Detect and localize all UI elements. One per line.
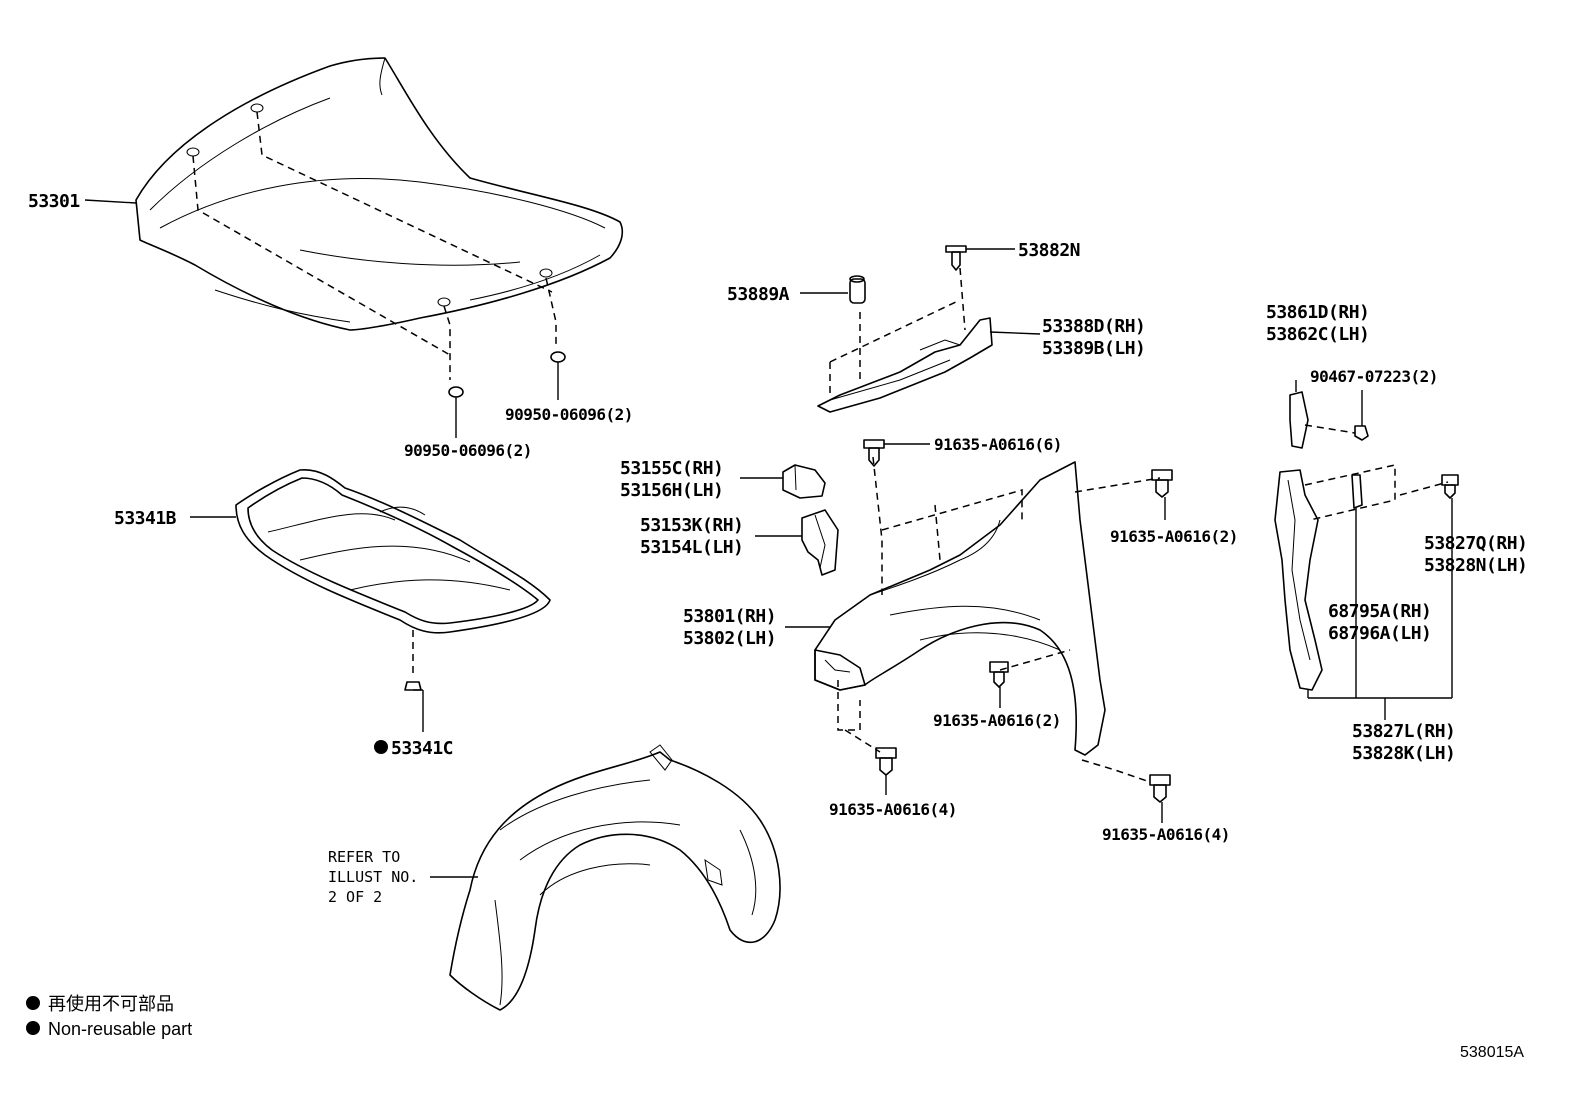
label-pad-a-rh: 53155C(RH) bbox=[620, 458, 723, 479]
label-bolt-top: 53882N bbox=[1018, 240, 1080, 261]
label-bracket-lh: 53862C(LH) bbox=[1266, 324, 1369, 345]
label-bolt-6: 91635-A0616(6) bbox=[934, 435, 1062, 454]
label-bracket-rh: 53861D(RH) bbox=[1266, 302, 1369, 323]
label-assy-rh: 53827L(RH) bbox=[1352, 721, 1455, 742]
label-hood-seal-1: 90950-06096(2) bbox=[505, 405, 633, 424]
legend: 再使用不可部品 Non-reusable part bbox=[26, 994, 192, 1039]
legend-bullet-icon bbox=[26, 996, 40, 1010]
label-hood: 53301 bbox=[28, 191, 80, 212]
part-labels: 53301 90950-06096(2) 90950-06096(2) 5334… bbox=[28, 191, 1528, 906]
label-fender-lh: 53802(LH) bbox=[683, 628, 776, 649]
label-insulator: 53341B bbox=[114, 508, 177, 529]
label-tape-lh: 68796A(LH) bbox=[1328, 623, 1431, 644]
refer-note-line3: 2 OF 2 bbox=[328, 888, 382, 906]
refer-note-line2: ILLUST NO. bbox=[328, 868, 418, 886]
label-bolt-2a: 91635-A0616(2) bbox=[1110, 527, 1238, 546]
label-clip-2: 90467-07223(2) bbox=[1310, 367, 1438, 386]
bolts-drawing bbox=[863, 439, 1173, 823]
label-hood-seal-2: 90950-06096(2) bbox=[404, 441, 532, 460]
label-pad-a-lh: 53156H(LH) bbox=[620, 480, 723, 501]
liner-drawing bbox=[430, 744, 781, 1011]
hood-drawing bbox=[84, 57, 624, 438]
label-seal-rh: 53388D(RH) bbox=[1042, 316, 1145, 337]
hood-seal-drawing bbox=[800, 245, 1041, 413]
label-bolt-4b: 91635-A0616(4) bbox=[1102, 825, 1230, 844]
label-seal-side-lh: 53828N(LH) bbox=[1424, 555, 1527, 576]
label-seal-lh: 53389B(LH) bbox=[1042, 338, 1145, 359]
label-bolt-4a: 91635-A0616(4) bbox=[829, 800, 957, 819]
refer-note-line1: REFER TO bbox=[328, 848, 400, 866]
label-tape-rh: 68795A(RH) bbox=[1328, 601, 1431, 622]
legend-bullet-icon bbox=[26, 1021, 40, 1035]
bracket-drawing bbox=[1274, 380, 1459, 720]
label-fender-rh: 53801(RH) bbox=[683, 606, 776, 627]
diagram-code: 538015A bbox=[1460, 1044, 1524, 1061]
label-pad-b-lh: 53154L(LH) bbox=[640, 537, 743, 558]
legend-line-jp: 再使用不可部品 bbox=[48, 994, 174, 1014]
fender-drawing bbox=[785, 456, 1161, 783]
insulator-drawing bbox=[190, 469, 551, 754]
legend-line-en: Non-reusable part bbox=[48, 1019, 192, 1039]
label-cushion: 53889A bbox=[727, 284, 790, 305]
label-clip-nonreusable: 53341C bbox=[391, 738, 453, 759]
label-pad-b-rh: 53153K(RH) bbox=[640, 515, 743, 536]
label-seal-side-rh: 53827Q(RH) bbox=[1424, 533, 1527, 554]
label-assy-lh: 53828K(LH) bbox=[1352, 743, 1455, 764]
pads-drawing bbox=[740, 464, 839, 576]
label-bolt-2b: 91635-A0616(2) bbox=[933, 711, 1061, 730]
